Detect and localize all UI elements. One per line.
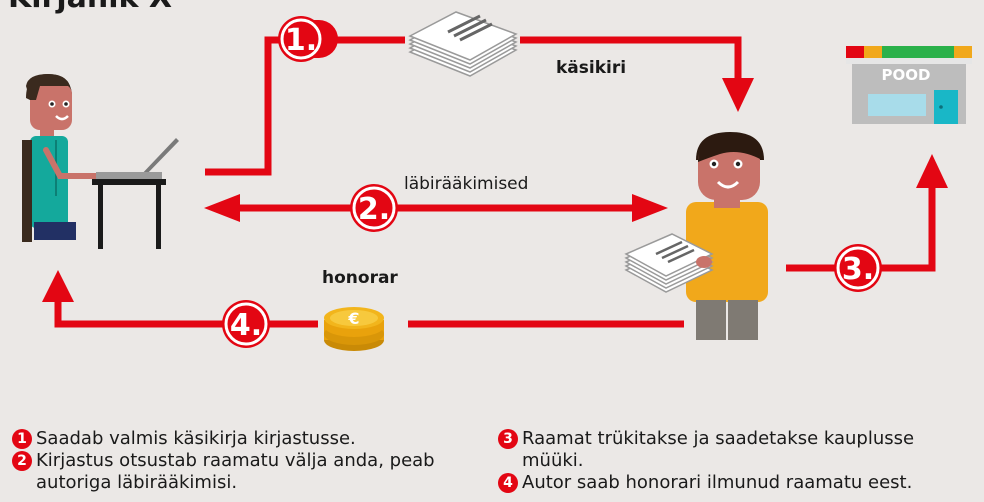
legend-right-column: 3 Raamat trükitakse ja saadetakse kauplu… [498, 428, 968, 494]
publisher-figure [624, 132, 768, 340]
arrow-head-2-left [204, 194, 240, 222]
step-badge-1: 1. [278, 16, 338, 62]
negotiations-label: läbirääkimised [404, 174, 529, 194]
step-number-1: 1. [285, 23, 317, 58]
legend-item-1: 1 Saadab valmis käsikirja kirjastusse. [12, 428, 482, 450]
legend-badge-1: 1 [12, 429, 32, 449]
legend-text-1: Saadab valmis käsikirja kirjastusse. [36, 428, 356, 449]
legend-item-2: 2 Kirjastus otsustab raamatu välja anda,… [12, 450, 482, 494]
legend-left-column: 1 Saadab valmis käsikirja kirjastusse. 2… [12, 428, 482, 494]
manuscript-label: käsikiri [556, 58, 627, 78]
arrow-head-3 [916, 154, 948, 188]
legend-item-3: 3 Raamat trükitakse ja saadetakse kauplu… [498, 428, 968, 472]
shop-sign: POOD [882, 66, 931, 84]
legend-text-4: Autor saab honorari ilmunud raamatu eest… [522, 472, 913, 493]
step-badge-2: 2. [350, 184, 398, 232]
legend-text-2: Kirjastus otsustab raamatu välja anda, p… [36, 450, 435, 493]
step-number-3: 3. [842, 252, 874, 287]
legend-badge-4: 4 [498, 473, 518, 493]
royalty-label: honorar [322, 268, 398, 288]
coin-stack-icon: € [324, 307, 384, 351]
step-badge-4: 4. [222, 300, 270, 348]
legend-badge-2: 2 [12, 451, 32, 471]
arrow-head-4 [42, 270, 74, 302]
legend-text-3: Raamat trükitakse ja saadetakse kaupluss… [522, 428, 915, 471]
manuscript-stack-icon [408, 11, 518, 77]
arrow-head-2-right [632, 194, 668, 222]
arrow-head-1 [722, 78, 754, 112]
flow-arrow-4-left [54, 300, 318, 328]
legend-badge-3: 3 [498, 429, 518, 449]
shop-building-icon: POOD [846, 46, 972, 124]
legend-item-4: 4 Autor saab honorari ilmunud raamatu ee… [498, 472, 968, 494]
step-badge-3: 3. [834, 244, 882, 292]
step-number-2: 2. [358, 192, 390, 227]
author-figure [22, 74, 179, 249]
svg-text:€: € [347, 309, 359, 328]
step-number-4: 4. [230, 308, 262, 343]
page-title: Kirjanik X [8, 0, 172, 15]
